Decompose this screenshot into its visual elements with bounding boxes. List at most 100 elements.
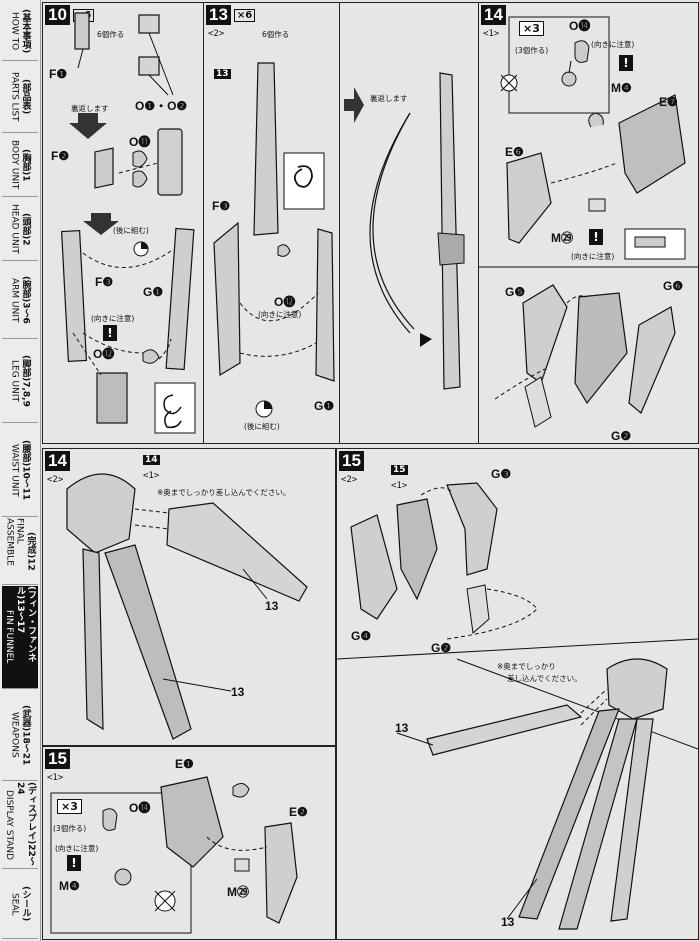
step-15-1-drawing <box>50 776 298 934</box>
reference-step-badge: 14 <box>143 455 160 465</box>
sidebar-section-2[interactable]: BODY UNIT(胸部)1 <box>2 134 38 197</box>
fold-note: (後に組む) <box>244 422 280 431</box>
step-substep: <2> <box>341 475 358 485</box>
part-label-m29: M㉙ <box>551 231 573 245</box>
step-number: 14 <box>45 451 70 471</box>
insert-note: ※奥までしっかり差し込んでください。 <box>157 488 291 497</box>
make-count-note: (3個作る) <box>515 46 549 55</box>
part-label-g3: G❸ <box>491 467 512 481</box>
quantity-badge: ×6 <box>233 8 256 22</box>
step-header: 13 ×6 <box>206 5 256 25</box>
warning-icon: ! <box>67 855 81 871</box>
panel-step-13-flip: 裏返します <box>339 2 479 444</box>
sidebar-section-english: LEG UNIT <box>9 359 20 402</box>
sidebar-section-6[interactable]: WAIST UNIT(腰部)10〜11 <box>2 424 38 517</box>
part-label-g2: G❷ <box>611 429 632 443</box>
part-label-e2: E❷ <box>289 805 308 819</box>
sidebar-section-0[interactable]: HOW TO(基本事項) <box>2 2 38 61</box>
step-number: 13 <box>206 5 231 25</box>
step-15-2-drawing <box>337 482 698 930</box>
panel-step-13-2: 13 ×6 <2> 6個作る 13 F❸ O⓬ (向きに注意) G❶ (後に組む… <box>203 2 340 444</box>
step-10-drawing <box>60 12 196 434</box>
part-label-o12: O⓬ <box>93 347 115 361</box>
sidebar-section-11[interactable]: SEAL(シール) <box>2 870 38 939</box>
part-label-f3: F❸ <box>212 199 231 213</box>
quantity-badge: ×3 <box>57 799 82 814</box>
sidebar-section-english: BODY UNIT <box>9 140 20 190</box>
sidebar-section-english: SEAL <box>9 892 20 916</box>
quantity-badge: ×3 <box>519 21 544 36</box>
part-label-13: 13 <box>231 685 245 699</box>
part-label-13: 13 <box>265 599 279 613</box>
part-label-m4: M❹ <box>59 879 80 893</box>
part-label-f2: F❷ <box>51 149 70 163</box>
sidebar-section-name: (頭部)2 <box>20 212 31 246</box>
step-number: 15 <box>45 749 70 769</box>
sidebar-section-10[interactable]: DISPLAY STAND(ディスプレイ)22〜24 <box>2 782 38 869</box>
part-label-g1: G❶ <box>143 285 164 299</box>
warning-icon: ! <box>103 325 117 341</box>
step-14-2-drawing <box>66 473 308 740</box>
sidebar-section-3[interactable]: HEAD UNIT(頭部)2 <box>2 198 38 261</box>
step-header: 15 <box>45 749 70 769</box>
step-substep: <2> <box>208 29 225 39</box>
insert-note-line2: 差し込んでください。 <box>507 674 582 683</box>
sidebar-section-name: (フィン・ファンネル)13〜17 <box>15 586 36 663</box>
sidebar-section-english: WAIST UNIT <box>9 443 20 497</box>
part-label-o12: O⓬ <box>274 295 296 309</box>
step-14-1-drawing <box>479 16 698 428</box>
sidebar-section-name: (脚部)7,8,9 <box>20 355 31 407</box>
direction-note: (向きに注意) <box>91 314 135 323</box>
part-label-m4: M❹ <box>611 81 632 95</box>
sidebar-section-5[interactable]: LEG UNIT(脚部)7,8,9 <box>2 340 38 423</box>
part-label-e7: E❼ <box>659 95 678 109</box>
sidebar-section-english: HOW TO <box>9 11 20 51</box>
part-label-g1: G❶ <box>314 399 335 413</box>
step-number: 10 <box>45 5 70 25</box>
panel-step-14-2: 14 <2> 14 <1> ※奥までしっかり差し込んでください。 13 13 <box>42 448 336 746</box>
part-label-o11: O⓫ <box>129 135 151 149</box>
sidebar-section-name: (腕部)3〜6 <box>20 276 31 324</box>
part-label-g2: G❷ <box>431 641 452 655</box>
step-header: 14 <box>45 451 70 471</box>
direction-note: (向きに注意) <box>591 40 635 49</box>
insert-note-line1: ※奥までしっかり <box>497 662 556 671</box>
sidebar-section-name: (完成)12 <box>25 531 36 571</box>
sidebar-section-english: ARM UNIT <box>9 277 20 323</box>
panel-step-15-1: 15 <1> ×3 (3個作る) E❶ E❷ O⓮ (向きに注意) ! M❹ M… <box>42 746 336 940</box>
sidebar-section-1[interactable]: PARTS LIST(部品表) <box>2 62 38 133</box>
step-13-drawing <box>213 62 335 418</box>
sidebar-section-7[interactable]: FINAL ASSEMBLE(完成)12 <box>2 518 38 585</box>
part-label-e6: E❻ <box>505 145 524 159</box>
part-label-g6: G❻ <box>663 279 684 293</box>
sidebar-section-9[interactable]: WEAPONS(武器)18〜21 <box>2 690 38 781</box>
step-number: 14 <box>481 5 506 25</box>
step-header: 14 <box>481 5 506 25</box>
sidebar-section-name: (部品表) <box>20 79 31 115</box>
sidebar-section-english: FINAL ASSEMBLE <box>4 518 25 566</box>
make-count-note: (3個作る) <box>53 824 87 833</box>
sidebar-section-name: (腰部)10〜11 <box>20 439 31 501</box>
step-substep: <2> <box>47 475 64 485</box>
blade-flip-drawing <box>344 72 465 390</box>
fold-note: (後に組む) <box>113 226 149 235</box>
sidebar-section-name: (ディスプレイ)22〜24 <box>15 782 36 866</box>
sidebar-section-4[interactable]: ARM UNIT(腕部)3〜6 <box>2 262 38 339</box>
step-number: 15 <box>339 451 364 471</box>
panel-step-10: 10 ×6 6個作る <box>42 2 204 444</box>
reference-substep: <1> <box>391 481 408 491</box>
panel-step-15-2: 15 <2> 15 <1> G❸ G❹ G❷ ※奥までしっかり 差し <box>336 448 699 940</box>
part-label-f3: F❸ <box>95 275 114 289</box>
part-label-o1-o2: O❶・O❷ <box>135 99 188 113</box>
make-count-note: 6個作る <box>262 30 290 39</box>
sidebar-section-8[interactable]: FIN FUNNEL(フィン・ファンネル)13〜17 <box>2 586 38 689</box>
sidebar-section-name: (胸部)1 <box>20 148 31 182</box>
sidebar-section-name: (武器)18〜21 <box>20 704 31 766</box>
panel-step-14-1: 14 <1> ×3 (3個作る) O⓮ <box>478 2 699 444</box>
part-label-m29: M㉙ <box>227 885 249 899</box>
part-label-g4: G❹ <box>351 629 372 643</box>
part-label-o14: O⓮ <box>569 19 591 33</box>
step-substep: <1> <box>483 29 500 39</box>
sidebar-section-name: (基本事項) <box>20 8 31 54</box>
